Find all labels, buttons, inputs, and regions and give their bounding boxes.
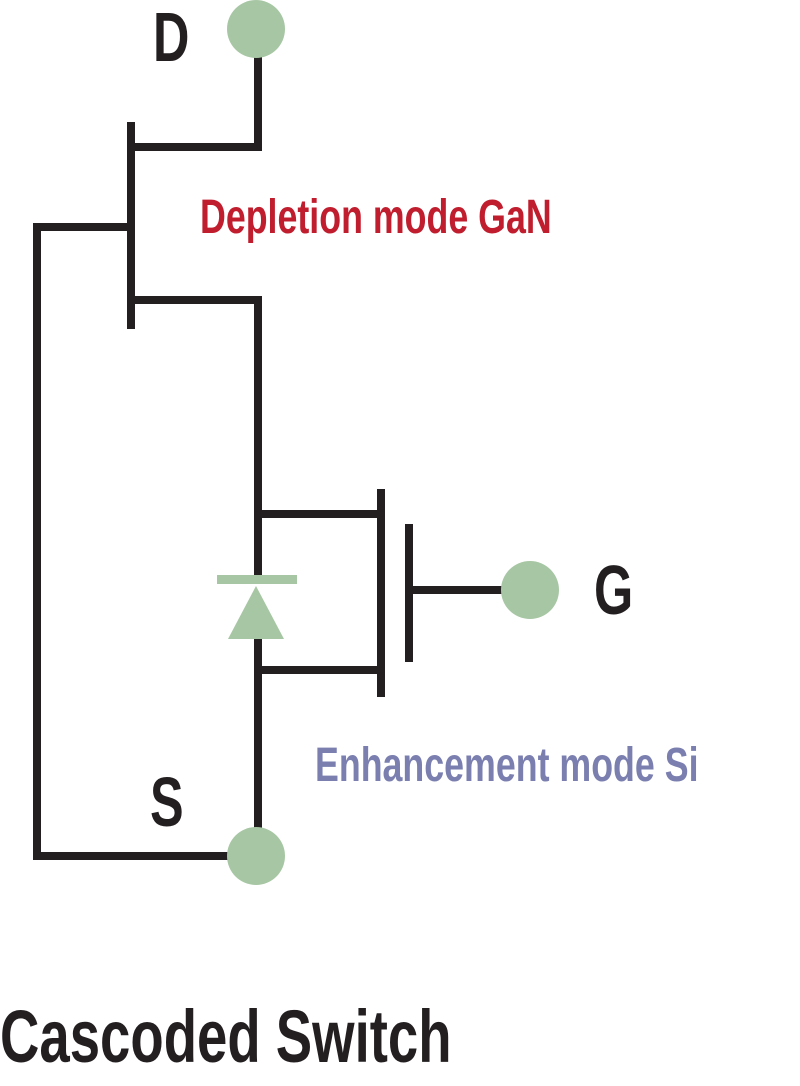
gan-transistor [33,56,262,860]
depletion-gan-label: Depletion mode GaN [200,191,552,244]
gate-terminal-dot [501,561,559,619]
source-terminal-dot [227,827,285,885]
gan-source-lead [131,296,262,510]
source-label: S [150,763,184,841]
enhancement-si-label: Enhancement mode Si [315,739,699,792]
diode-cathode-bar [217,575,297,584]
drain-terminal-dot [227,0,285,58]
diagram-title: Cascoded Switch [0,995,452,1078]
si-mosfet [254,489,505,830]
diode-icon [217,575,297,639]
gan-gate-to-source-wire [33,223,230,860]
diode-triangle [228,586,284,639]
gate-label: G [594,551,634,629]
drain-label: D [153,0,190,76]
gan-drain-lead [131,56,262,151]
